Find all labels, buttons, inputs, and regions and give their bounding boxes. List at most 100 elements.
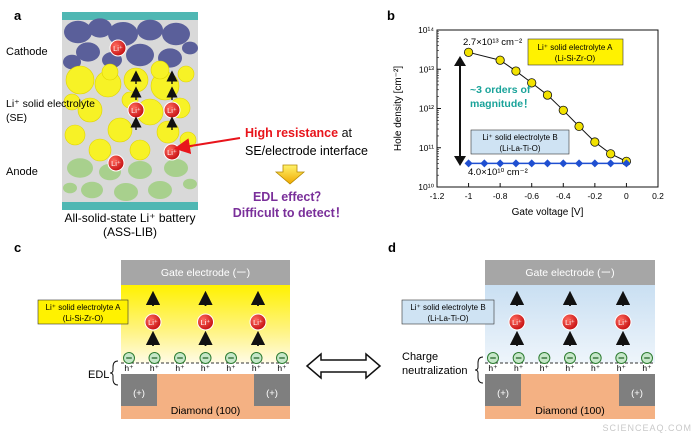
x-tick-label: 0: [624, 191, 629, 201]
orders-line2: magnitude！: [470, 98, 534, 110]
hole-label: h⁺: [514, 363, 524, 373]
li-ion-label: Li⁺: [201, 318, 211, 327]
li-ion-icon: [109, 39, 127, 57]
x-tick-label: 0.2: [652, 191, 664, 201]
cathode-particle: [63, 54, 81, 70]
cathode-particle: [126, 43, 154, 67]
li-ion-label: Li⁺: [618, 318, 628, 327]
se-b-label-line1: Li⁺ solid electrolyte B: [410, 303, 485, 312]
series-b-point: [527, 159, 536, 168]
gate-label-d: Gate electrode (ー): [525, 267, 614, 279]
li-ion-label: Li⁺: [148, 318, 158, 327]
x-tick-label: -0.2: [588, 191, 603, 201]
series-b-point: [464, 159, 473, 168]
se-a-label-box: [37, 299, 129, 325]
cathode-particle: [88, 18, 112, 38]
anode-particle: [81, 181, 103, 199]
se-b-label-line2: (Li-La-Ti-O): [427, 314, 468, 323]
plus-right-d: (+): [631, 388, 643, 399]
cathode-particle: [64, 20, 92, 44]
panel-b-letter: b: [387, 8, 395, 23]
se-particle: [63, 93, 81, 111]
charge-label-line2: neutralization: [402, 365, 467, 377]
hole-label: h⁺: [226, 363, 236, 373]
se-particle: [156, 120, 180, 144]
legend-box-a: [527, 38, 624, 66]
gate-electrode-c: [121, 260, 290, 285]
battery-caption-line1: All-solid-state Li⁺ battery: [64, 211, 195, 225]
plus-right-c: (+): [266, 388, 278, 399]
legend-b-line1: Li⁺ solid electrolyte B: [482, 133, 557, 142]
series-a-point: [590, 137, 600, 147]
contact-left-d: [485, 374, 521, 406]
interface-layer-d: Li⁺Li⁺Li⁺h⁺h⁺h⁺h⁺h⁺h⁺h⁺: [485, 290, 655, 373]
y-tick-label: 10¹¹: [419, 143, 434, 153]
li-ion-icon: [107, 154, 125, 172]
y-tick-label: 10¹⁰: [418, 182, 434, 192]
cathode-current-collector: [62, 12, 198, 20]
series-b-point: [480, 159, 489, 168]
x-tick-label: -0.8: [493, 191, 508, 201]
legend-b-line2: (Li-La-Ti-O): [499, 144, 540, 153]
hole-label: h⁺: [124, 363, 134, 373]
orders-line1: ~3 orders of: [470, 84, 531, 96]
li-ion-icon: [508, 313, 526, 331]
anode-label: Anode: [6, 166, 38, 178]
x-tick-label: -0.4: [556, 191, 571, 201]
plus-left-d: (+): [497, 388, 509, 399]
se-label-line1: Li⁺ solid electrolyte: [6, 98, 95, 110]
li-ion-label: Li⁺: [565, 318, 575, 327]
contact-right-c: [254, 374, 290, 406]
resistance-line1: High resistance at: [245, 126, 353, 140]
hole-label: h⁺: [642, 363, 652, 373]
interface-layer-c: Li⁺Li⁺Li⁺h⁺h⁺h⁺h⁺h⁺h⁺h⁺: [121, 290, 290, 373]
li-ion-icon: [614, 313, 632, 331]
se-label-line2: (SE): [6, 112, 27, 124]
gate-electrode-d: [485, 260, 655, 285]
anode-particle: [114, 183, 138, 201]
se-particle: [101, 63, 119, 81]
se-particle: [88, 138, 112, 162]
panel-d: d Gate electrode (ー) Li⁺ solid electroly…: [388, 240, 655, 419]
panel-c-letter: c: [14, 240, 21, 255]
hole-label: h⁺: [591, 363, 601, 373]
series-b-point: [496, 159, 505, 168]
watermark: SCIENCEAQ.COM: [602, 423, 692, 433]
neutralization-bracket: [474, 356, 484, 384]
se-a-label-line1: Li⁺ solid electrolyte A: [46, 303, 122, 312]
hole-label: h⁺: [201, 363, 211, 373]
se-particle: [107, 117, 133, 143]
series-line: [468, 51, 627, 162]
hole-label: h⁺: [150, 363, 160, 373]
se-particle: [129, 139, 151, 161]
series-a-point: [558, 105, 568, 115]
cathode-particle: [182, 41, 198, 55]
anode-particle: [63, 182, 77, 194]
contact-left-c: [121, 374, 157, 406]
x-tick-label: -1: [465, 191, 473, 201]
se-particle: [77, 97, 103, 123]
hole-label: h⁺: [175, 363, 185, 373]
series-b-point: [575, 159, 584, 168]
li-ion-label: Li⁺: [167, 106, 177, 115]
series-a-point: [527, 78, 537, 88]
y-tick-label: 10¹²: [419, 104, 434, 114]
series-b-point: [606, 159, 615, 168]
series-b-point: [590, 159, 599, 168]
series-a-point: [542, 90, 553, 100]
series-a-point: [606, 149, 616, 159]
se-particle: [150, 60, 170, 80]
li-ion-icon: [561, 313, 579, 331]
anode-particle: [164, 159, 188, 177]
battery-caption-line2: (ASS-LIB): [103, 225, 157, 239]
battery-particles: Li⁺Li⁺Li⁺Li⁺Li⁺: [63, 18, 198, 201]
y-axis-label: Hole density [cm⁻²]: [393, 66, 404, 152]
se-b-label-box: [401, 299, 495, 325]
panel-d-letter: d: [388, 240, 396, 255]
hole-label: h⁺: [252, 363, 262, 373]
panel-a-letter: a: [14, 8, 22, 23]
series-b-point: [543, 159, 552, 168]
